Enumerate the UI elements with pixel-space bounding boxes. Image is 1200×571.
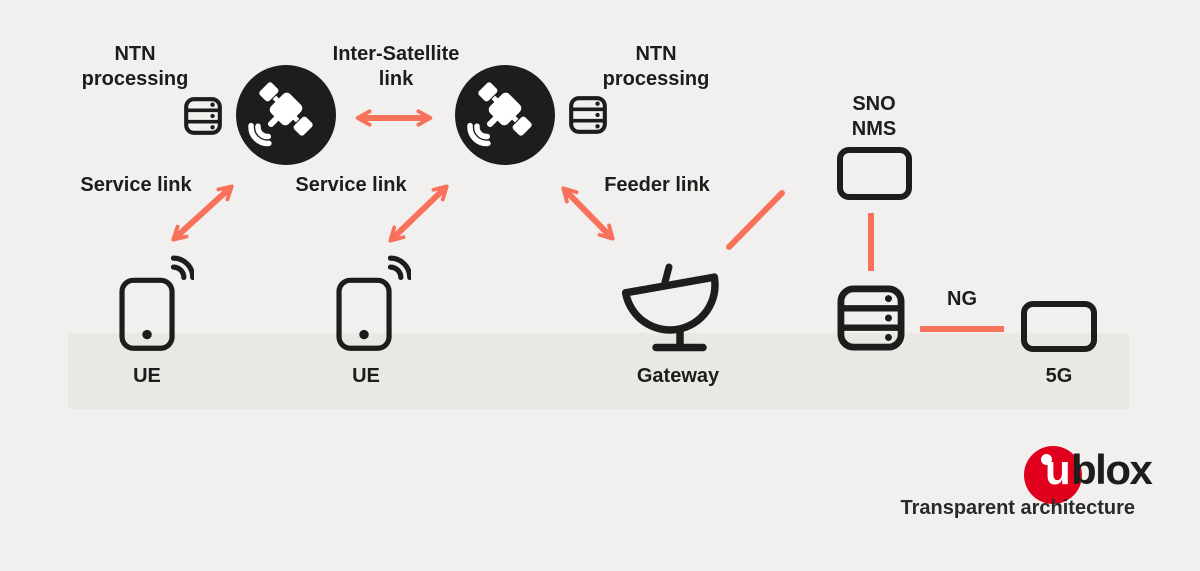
terminal-box-icon (1021, 301, 1097, 352)
label-service-link-right: Service link (295, 174, 407, 196)
ublox-logo: u blox (1024, 446, 1153, 506)
inter-satellite-arrow (344, 102, 444, 134)
logo-wordmark: blox (1071, 446, 1153, 493)
label-line: Inter-Satellite (332, 43, 460, 65)
gateway-sno-link-line (725, 189, 786, 251)
label-line: NMS (851, 117, 897, 140)
terminal-box-icon (837, 147, 912, 200)
label-ue-left: UE (133, 365, 161, 387)
tagline: Transparent architecture (900, 497, 1135, 519)
label-line: NTN (635, 43, 677, 65)
label-ng: NG (947, 288, 977, 310)
label-ntn-processing-right: NTN processing (603, 42, 710, 91)
label-feeder-link: Feeder link (604, 174, 710, 196)
logo-u: u (1045, 446, 1071, 493)
label-sno-nms: SNO NMS (852, 92, 896, 141)
label-line: link (378, 67, 414, 90)
sno-core-link-line (868, 213, 874, 271)
smartphone-wifi-icon (118, 252, 194, 352)
feeder-link-arrow (549, 174, 627, 253)
satellite-dish-icon (620, 256, 720, 356)
service-link-arrow-left (159, 172, 246, 254)
logo-red-circle: u (1024, 446, 1082, 504)
server-rack-icon (837, 285, 905, 351)
ng-link-line (920, 326, 1004, 332)
label-line: SNO (852, 93, 896, 115)
satellite-icon (236, 65, 336, 165)
label-5g: 5G (1045, 365, 1073, 387)
label-ue-right: UE (352, 365, 380, 387)
label-line: processing (81, 67, 189, 90)
label-inter-satellite-link: Inter-Satellite link (333, 42, 460, 91)
satellite-icon (455, 65, 555, 165)
label-line: processing (602, 67, 710, 90)
service-link-arrow-right (376, 172, 461, 255)
server-rack-icon (183, 96, 223, 136)
label-line: NTN (114, 43, 156, 65)
logo-dot (1041, 454, 1052, 465)
ground-band (68, 333, 1129, 409)
label-gateway: Gateway (636, 365, 720, 387)
label-ntn-processing-left: NTN processing (82, 42, 189, 91)
server-rack-icon (568, 95, 608, 135)
label-service-link-left: Service link (80, 174, 192, 196)
smartphone-wifi-icon (335, 252, 411, 352)
